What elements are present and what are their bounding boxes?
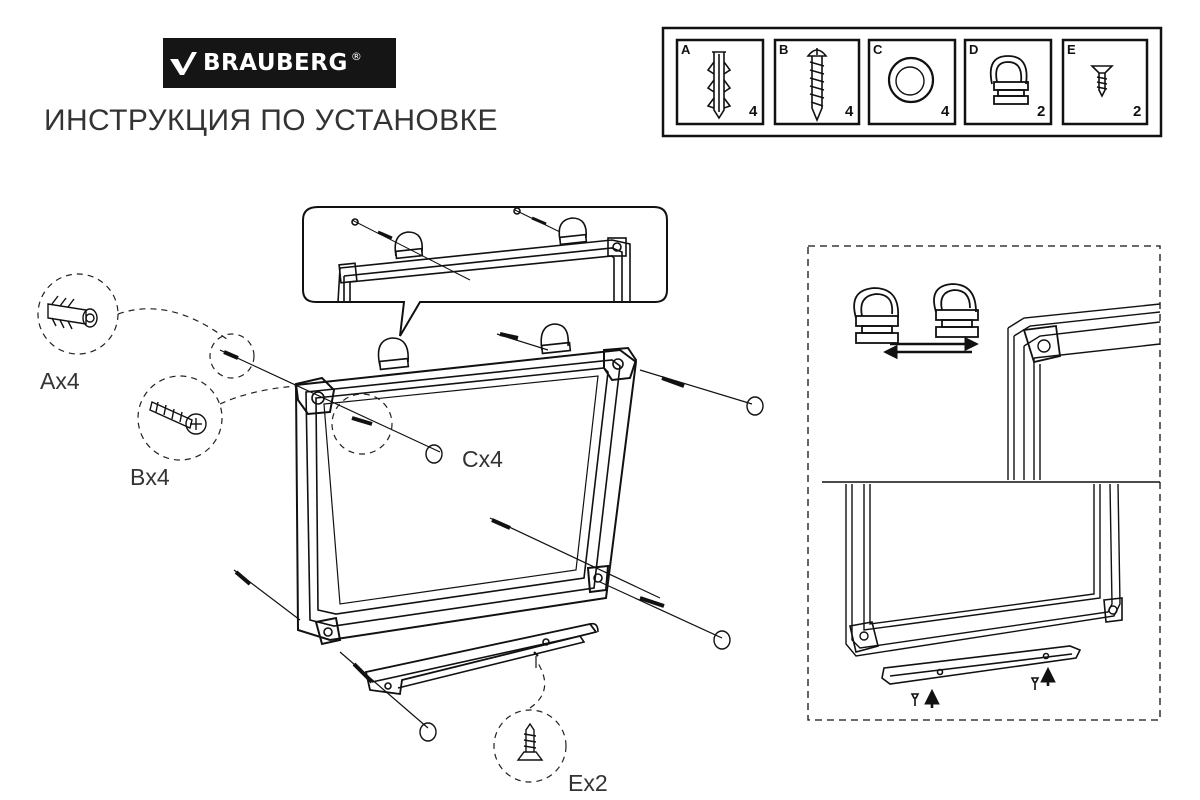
whiteboard-frame <box>294 323 638 696</box>
screw-bottom-right <box>639 596 665 608</box>
cap-top-right <box>746 396 764 416</box>
part-a-box <box>675 38 765 126</box>
hanger-detail-callout <box>302 206 668 337</box>
detail-circles <box>37 273 567 783</box>
detail-e-screw <box>516 722 544 761</box>
callout-e-label: Ex2 <box>568 770 608 796</box>
detail-c <box>331 393 393 455</box>
detail-frame-bottom <box>845 483 1123 657</box>
d-ring-left <box>377 337 410 371</box>
part-c-letter: C <box>873 42 883 57</box>
hanging-detail-panel <box>807 245 1161 721</box>
cap-bottom-right <box>713 630 731 650</box>
part-e-qty: 2 <box>1133 103 1142 120</box>
marker-tray <box>364 622 599 696</box>
detail-e <box>493 659 567 783</box>
part-b-letter: B <box>779 42 789 57</box>
countersunk-screw-icon <box>1090 65 1114 98</box>
screw-cap-icon <box>887 56 935 104</box>
frame-corner-top-right <box>603 346 638 382</box>
part-b-box <box>773 38 861 126</box>
d-ring-hanger-icon <box>989 55 1029 105</box>
page-title: ИНСТРУКЦИЯ ПО УСТАНОВКЕ <box>44 104 498 137</box>
part-d-letter: D <box>969 42 979 57</box>
screw-icon <box>806 48 828 123</box>
callout-c-label: Cx4 <box>462 446 503 472</box>
part-c-qty: 4 <box>941 103 950 120</box>
registered-mark: ® <box>350 49 362 63</box>
detail-frame-top <box>1007 303 1161 480</box>
wall-plug-icon <box>706 51 732 120</box>
d-ring-right <box>540 323 572 355</box>
frame-corner-bottom-right <box>586 564 610 594</box>
screw-top-left <box>351 416 373 426</box>
detail-a <box>37 273 229 355</box>
part-e-box <box>1061 38 1149 126</box>
part-c-box <box>867 38 957 126</box>
detail-a-plug <box>47 295 98 330</box>
plug-callout-screw <box>223 350 239 360</box>
mounting-hardware <box>219 332 764 742</box>
brand-logo: BRAUBERG ® <box>163 38 396 88</box>
detail-b <box>137 375 297 461</box>
screw-bottom-left <box>352 662 374 684</box>
d-ring-hanger-right <box>933 283 979 338</box>
brand-name: BRAUBERG <box>203 50 348 76</box>
screw-top-right <box>661 376 685 388</box>
detail-b-screw <box>149 401 207 435</box>
slide-arrows <box>883 336 979 360</box>
part-b-qty: 4 <box>845 103 854 120</box>
checkmark-logo-icon <box>163 38 203 88</box>
part-d-qty: 2 <box>1037 103 1046 120</box>
part-d-box <box>963 38 1053 126</box>
detail-marker-tray <box>881 645 1082 685</box>
callout-b-label: Bx4 <box>130 464 170 490</box>
tray-screws-with-arrows <box>910 666 1056 708</box>
detail-screw-small <box>209 333 255 379</box>
parts-table <box>661 26 1163 138</box>
cap-bottom-left <box>419 722 437 742</box>
part-a-qty: 4 <box>749 103 758 120</box>
frame-corner-bottom-left <box>314 616 342 646</box>
part-e-letter: E <box>1067 42 1076 57</box>
callout-a-label: Ax4 <box>40 368 80 394</box>
part-a-letter: A <box>681 42 691 57</box>
d-ring-hanger-left <box>853 287 899 344</box>
cap-top-left <box>425 444 443 464</box>
